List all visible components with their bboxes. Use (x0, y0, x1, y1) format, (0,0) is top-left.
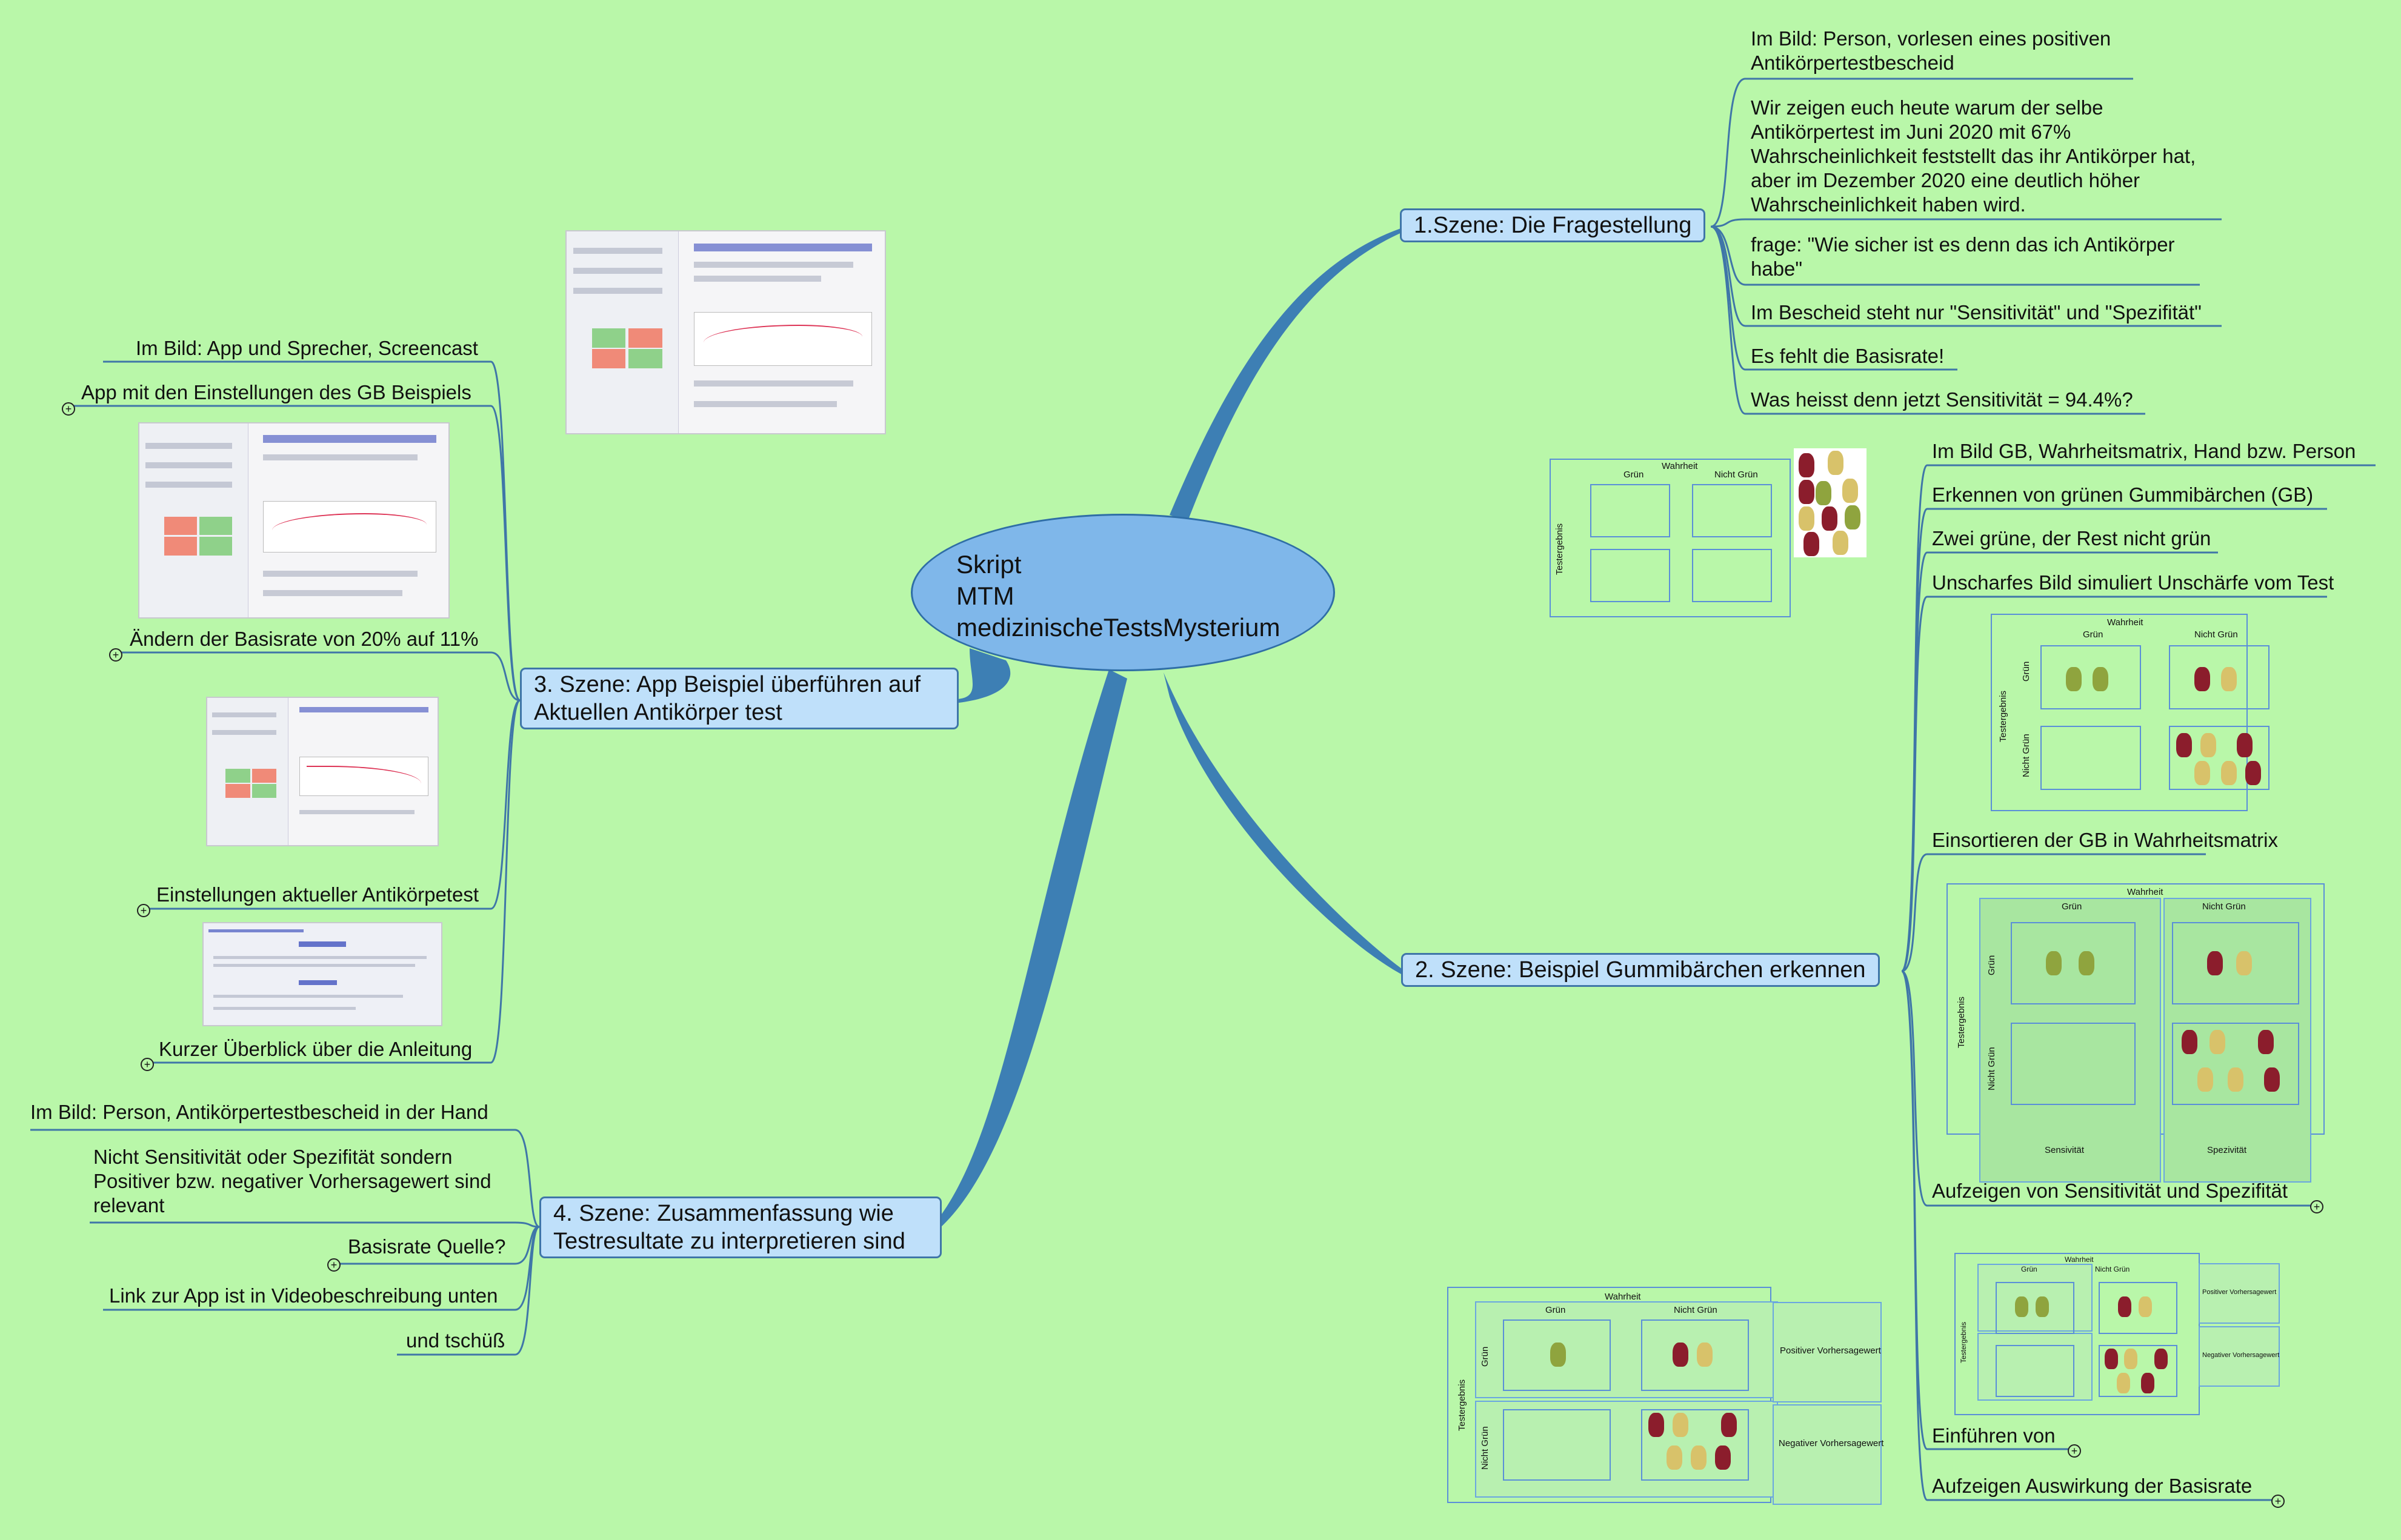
app-screenshot-gb (138, 422, 450, 619)
scene4-item-5[interactable]: und tschüß (406, 1329, 505, 1352)
app-screenshot-top (565, 230, 886, 434)
scene3-item-1[interactable]: Im Bild: App und Sprecher, Screencast (136, 337, 478, 359)
center-line-2: MTM (956, 582, 1014, 610)
truth-matrix-ppv-small: Wahrheit Grün Nicht Grün Testergebnis (1954, 1253, 2200, 1415)
scene1-item-1[interactable]: Im Bild: Person, vorlesen eines positive… (1751, 27, 2111, 74)
scene1-item-5[interactable]: Es fehlt die Basisrate! (1751, 345, 1945, 367)
m1-wahrheit: Wahrheit (1662, 461, 1698, 471)
scene4-item-2[interactable]: Nicht Sensitivität oder Spezifität sonde… (93, 1146, 491, 1216)
scene2-item-8[interactable]: Aufzeigen Auswirkung der Basisrate (1932, 1475, 2253, 1497)
m4-wahrheit: Wahrheit (2065, 1255, 2094, 1264)
m5-gruen: Grün (1545, 1305, 1566, 1315)
m3-sensitivitaet: Sensivität (2045, 1145, 2085, 1155)
expand-scene2-einfuehren-icon[interactable]: + (2068, 1444, 2081, 1458)
scene2-item-3[interactable]: Zwei grüne, der Rest nicht grün (1932, 527, 2211, 549)
m5-wahrheit: Wahrheit (1605, 1292, 1641, 1302)
scene2-item-7[interactable]: Einführen von (1932, 1424, 2056, 1447)
m5-testergebnis: Testergebnis (1457, 1379, 1467, 1431)
scene3-topic[interactable]: 3. Szene: App Beispiel überführen auf Ak… (520, 668, 959, 729)
m5-npv: Negativer Vorhersagewert (1779, 1438, 1884, 1449)
m3-row-nicht-gruen: Nicht Grün (1986, 1047, 1997, 1090)
truth-matrix-1: Wahrheit Grün Nicht Grün Testergebnis (1550, 459, 1791, 617)
scene2-item-2[interactable]: Erkennen von grünen Gummibärchen (GB) (1932, 483, 2314, 506)
scene4-item-1[interactable]: Im Bild: Person, Antikörpertestbescheid … (30, 1101, 488, 1123)
m5-row-nicht-gruen: Nicht Grün (1480, 1426, 1490, 1470)
m4-npv-box: Negativer Vorhersagewert (2199, 1326, 2280, 1387)
expand-scene3-aktuell-icon[interactable]: + (137, 904, 150, 917)
m5-row-gruen: Grün (1480, 1346, 1490, 1367)
m4-nicht-gruen: Nicht Grün (2095, 1265, 2130, 1273)
scene1-item-6[interactable]: Was heisst denn jetzt Sensitivität = 94.… (1751, 388, 2133, 411)
app-screenshot-anleitung (202, 922, 442, 1026)
m5-npv-box: Negativer Vorhersagewert (1773, 1404, 1884, 1505)
scene2-item-4[interactable]: Unscharfes Bild simuliert Unschärfe vom … (1932, 571, 2334, 594)
m2-row-nicht-gruen: Nicht Grün (2021, 734, 2031, 777)
expand-scene2-basisrate-icon[interactable]: + (2271, 1495, 2285, 1508)
expand-scene3-anleitung-icon[interactable]: + (141, 1058, 154, 1071)
m2-nicht-gruen: Nicht Grün (2194, 629, 2238, 640)
scene2-topic[interactable]: 2. Szene: Beispiel Gummibärchen erkennen (1401, 953, 1880, 987)
scene4-item-4[interactable]: Link zur App ist in Videobeschreibung un… (109, 1284, 498, 1307)
m2-testergebnis: Testergebnis (1998, 690, 2008, 742)
scene1-item-4[interactable]: Im Bescheid steht nur "Sensitivität" und… (1751, 301, 2202, 324)
m4-testergebnis: Testergebnis (1959, 1321, 1968, 1363)
truth-matrix-2: Wahrheit Grün Nicht Grün Testergebnis Gr… (1991, 614, 2269, 811)
m2-gruen: Grün (2083, 629, 2103, 640)
scene3-item-4[interactable]: Einstellungen aktueller Antikörpetest (156, 883, 479, 906)
m3-spezifitaet: Spezivität (2207, 1145, 2247, 1155)
expand-scene3-basisrate-icon[interactable]: + (109, 648, 122, 662)
scene2-item-6[interactable]: Aufzeigen von Sensitivität und Spezifitä… (1932, 1180, 2288, 1202)
gummy-bears-photo (1794, 448, 1867, 557)
scene3-item-2[interactable]: App mit den Einstellungen des GB Beispie… (81, 381, 471, 403)
m2-wahrheit: Wahrheit (2107, 617, 2143, 628)
m3-gruen: Grün (2062, 901, 2082, 912)
center-line-3: medizinischeTestsMysterium (956, 613, 1280, 642)
scene3-item-5[interactable]: Kurzer Überblick über die Anleitung (159, 1038, 473, 1060)
scene1-item-2[interactable]: Wir zeigen euch heute warum der selbe An… (1751, 96, 2196, 216)
scene2-item-1[interactable]: Im Bild GB, Wahrheitsmatrix, Hand bzw. P… (1932, 440, 2356, 462)
center-line-1: Skript (956, 550, 1022, 579)
m4-npv: Negativer Vorhersagewert (2202, 1352, 2280, 1359)
truth-matrix-ppv: Wahrheit Grün Nicht Grün Testergebnis Gr… (1447, 1287, 1778, 1503)
scene1-topic[interactable]: 1.Szene: Die Fragestellung (1400, 208, 1706, 242)
m1-testergebnis: Testergebnis (1554, 523, 1565, 575)
scene3-item-3[interactable]: Ändern der Basisrate von 20% auf 11% (130, 628, 479, 650)
m3-testergebnis: Testergebnis (1956, 996, 1966, 1048)
m1-nicht-gruen: Nicht Grün (1714, 470, 1758, 480)
m5-nicht-gruen: Nicht Grün (1674, 1305, 1717, 1315)
scene2-item-5[interactable]: Einsortieren der GB in Wahrheitsmatrix (1932, 829, 2278, 851)
m4-ppv: Positiver Vorhersagewert (2202, 1289, 2277, 1296)
m3-row-gruen: Grün (1986, 955, 1997, 975)
m5-ppv-box: Positiver Vorhersagewert (1773, 1302, 1882, 1402)
truth-matrix-sensitivity: Wahrheit Grün Nicht Grün Testergebnis Gr… (1946, 883, 2325, 1183)
expand-scene3-gb-icon[interactable]: + (62, 402, 75, 416)
scene4-title: 4. Szene: Zusammenfassung wie Testresult… (553, 1201, 905, 1254)
scene1-title: 1.Szene: Die Fragestellung (1414, 213, 1692, 238)
expand-scene2-sens-icon[interactable]: + (2310, 1200, 2323, 1213)
scene4-item-3[interactable]: Basisrate Quelle? (348, 1235, 506, 1258)
scene2-title: 2. Szene: Beispiel Gummibärchen erkennen (1415, 957, 1866, 983)
m3-nicht-gruen: Nicht Grün (2202, 901, 2246, 912)
m4-gruen: Grün (2021, 1265, 2037, 1273)
scene3-title: 3. Szene: App Beispiel überführen auf Ak… (534, 672, 921, 725)
m5-ppv: Positiver Vorhersagewert (1780, 1346, 1881, 1356)
scene1-item-3[interactable]: frage: "Wie sicher ist es denn das ich A… (1751, 233, 2175, 280)
m4-ppv-box: Positiver Vorhersagewert (2199, 1263, 2280, 1324)
scene4-topic[interactable]: 4. Szene: Zusammenfassung wie Testresult… (539, 1196, 942, 1258)
central-topic[interactable]: Skript MTM medizinischeTestsMysterium (911, 514, 1335, 671)
expand-scene4-basisrate-icon[interactable]: + (327, 1258, 341, 1272)
m1-gruen: Grün (1623, 470, 1644, 480)
m3-wahrheit: Wahrheit (2127, 887, 2163, 897)
m2-row-gruen: Grün (2021, 661, 2031, 682)
app-screenshot-aktuell (206, 697, 439, 846)
